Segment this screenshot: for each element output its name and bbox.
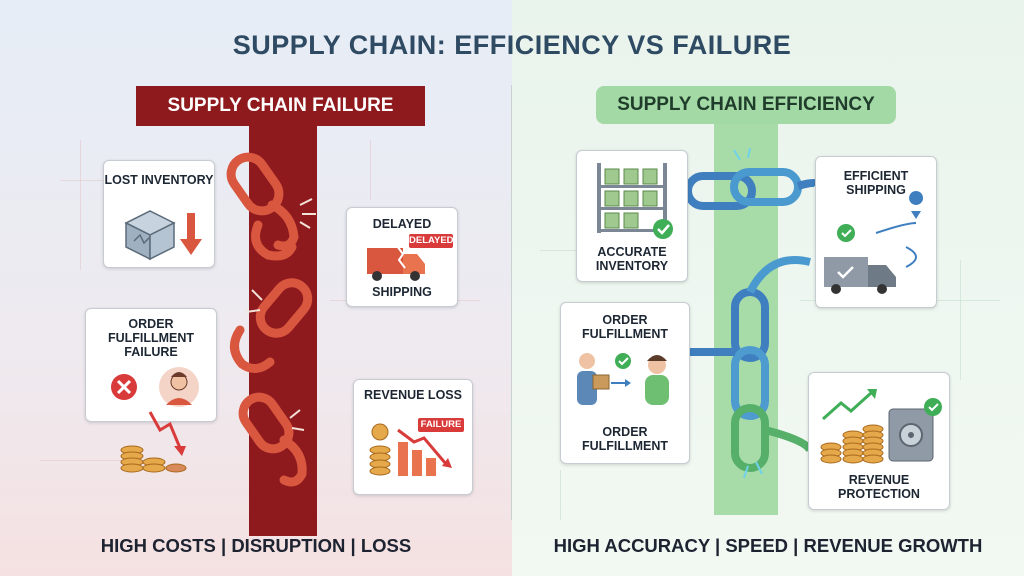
grid-line <box>370 140 371 200</box>
grid-line <box>80 140 81 270</box>
broken-box-icon <box>124 210 202 261</box>
grid-line <box>40 460 130 461</box>
glow-sparkles <box>733 147 763 479</box>
failure-icons <box>111 367 199 407</box>
revenue-loss-card: REVENUE LOSS FAILURE <box>353 379 473 495</box>
failure-badge: FAILURE <box>418 418 464 432</box>
revenue-loss-label: REVENUE LOSS <box>364 388 462 402</box>
accurate-inventory-card: ACCURATE INVENTORY <box>576 150 688 282</box>
lost-inventory-label: LOST INVENTORY <box>104 173 214 187</box>
efficient-shipping-label: EFFICIENT SHIPPING <box>843 169 909 197</box>
broken-truck-icon <box>367 245 425 281</box>
order-fulfillment-card: ORDER FULFILLMENT ORDER FULFILLMENT <box>560 302 690 464</box>
order-failure-label: ORDER FULFILLMENT FAILURE <box>107 317 195 359</box>
failure-header: SUPPLY CHAIN FAILURE <box>136 86 425 126</box>
check-icon <box>653 219 673 239</box>
accurate-inventory-label: ACCURATE INVENTORY <box>595 245 669 273</box>
grid-line <box>560 470 561 520</box>
lost-inventory-card: LOST INVENTORY <box>103 160 215 268</box>
shipping-label: SHIPPING <box>372 285 432 299</box>
delayed-label: DELAYED <box>372 217 432 231</box>
order-failure-card: ORDER FULFILLMENT FAILURE <box>85 308 217 422</box>
order-fulfillment-top-label: ORDER FULFILLMENT <box>581 313 669 341</box>
handoff-people-icon <box>577 353 669 405</box>
declining-chart-icon <box>369 423 452 476</box>
delayed-shipping-card: DELAYED DELAYED SHIPPING <box>346 207 458 307</box>
efficiency-header: SUPPLY CHAIN EFFICIENCY <box>596 86 896 124</box>
revenue-protection-label: REVENUE PROTECTION <box>838 473 920 501</box>
revenue-protection-card: REVENUE PROTECTION <box>808 372 950 510</box>
break-sparks <box>245 198 316 431</box>
delayed-badge: DELAYED <box>409 234 454 248</box>
efficiency-footer: HIGH ACCURACY | SPEED | REVENUE GROWTH <box>553 535 983 556</box>
safe-growth-icon <box>820 389 942 464</box>
order-fulfillment-bottom-label: ORDER FULFILLMENT <box>581 425 669 453</box>
warehouse-shelf-icon <box>597 163 673 239</box>
efficient-shipping-card: EFFICIENT SHIPPING <box>815 156 937 308</box>
center-divider <box>511 85 512 520</box>
page-title: SUPPLY CHAIN: EFFICIENCY VS FAILURE <box>232 30 792 60</box>
grid-line <box>960 260 961 380</box>
delivery-truck-icon <box>824 191 924 294</box>
failure-footer: HIGH COSTS | DISRUPTION | LOSS <box>100 535 412 556</box>
